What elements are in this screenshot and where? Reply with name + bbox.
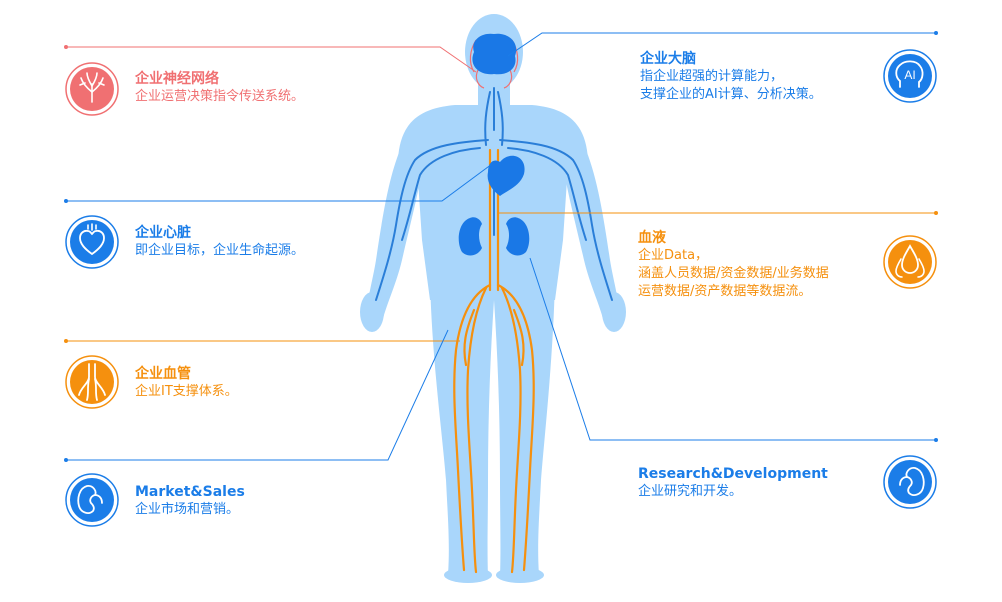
orange-vessels	[453, 148, 535, 574]
heart-label: 企业心脏 即企业目标，企业生命起源。	[135, 224, 304, 260]
kidney-right-organ	[506, 217, 530, 256]
nerve-network-label: 企业神经网络 企业运营决策指令传送系统。	[135, 70, 304, 106]
heart-title: 企业心脏	[135, 225, 191, 241]
research-title: Research&Development	[638, 466, 828, 482]
ai-badge-text: AI	[904, 68, 915, 82]
blood-desc-line-2: 涵盖人员数据/资金数据/业务数据	[638, 266, 829, 281]
brain-desc-line-1: 指企业超强的计算能力，	[640, 69, 784, 84]
connector-lines	[66, 32, 936, 461]
brain-organ	[472, 33, 517, 75]
research-label: Research&Development 企业研究和开发。	[638, 465, 828, 501]
heart-icon	[65, 215, 119, 269]
blood-title: 血液	[638, 230, 666, 246]
ai-head-icon: AI	[883, 49, 937, 103]
vessel-title: 企业血管	[135, 366, 191, 382]
brain-title: 企业大脑	[640, 51, 696, 67]
market-label: Market&Sales 企业市场和营销。	[135, 483, 245, 519]
market-title: Market&Sales	[135, 484, 245, 500]
kidney-icon	[65, 473, 119, 527]
nerve-network-desc: 企业运营决策指令传送系统。	[135, 89, 305, 104]
heart-organ	[487, 155, 525, 196]
connector-dots	[64, 31, 938, 462]
brain-desc-line-2: 支撑企业的AI计算、分析决策。	[640, 87, 822, 102]
vessel-desc: 企业IT支撑体系。	[135, 384, 238, 399]
heart-desc: 即企业目标，企业生命起源。	[135, 243, 305, 258]
organs	[458, 33, 530, 256]
blue-vessels	[375, 87, 613, 301]
brain-label: 企业大脑 指企业超强的计算能力， 支撑企业的AI计算、分析决策。	[640, 50, 822, 104]
kidney-left-organ	[458, 217, 482, 256]
market-desc: 企业市场和营销。	[135, 502, 240, 517]
nerve-network-icon	[65, 62, 119, 116]
blood-desc-line-3: 运营数据/资产数据等数据流。	[638, 284, 812, 299]
nerve-network-title: 企业神经网络	[135, 71, 219, 87]
blood-drops-icon	[883, 235, 937, 289]
blood-label: 血液 企业Data， 涵盖人员数据/资金数据/业务数据 运营数据/资产数据等数据…	[638, 229, 829, 301]
blood-desc-line-1: 企业Data，	[638, 248, 709, 263]
blood-vessel-icon	[65, 355, 119, 409]
research-desc: 企业研究和开发。	[638, 484, 743, 499]
vessel-label: 企业血管 企业IT支撑体系。	[135, 365, 238, 401]
kidney-icon	[883, 455, 937, 509]
